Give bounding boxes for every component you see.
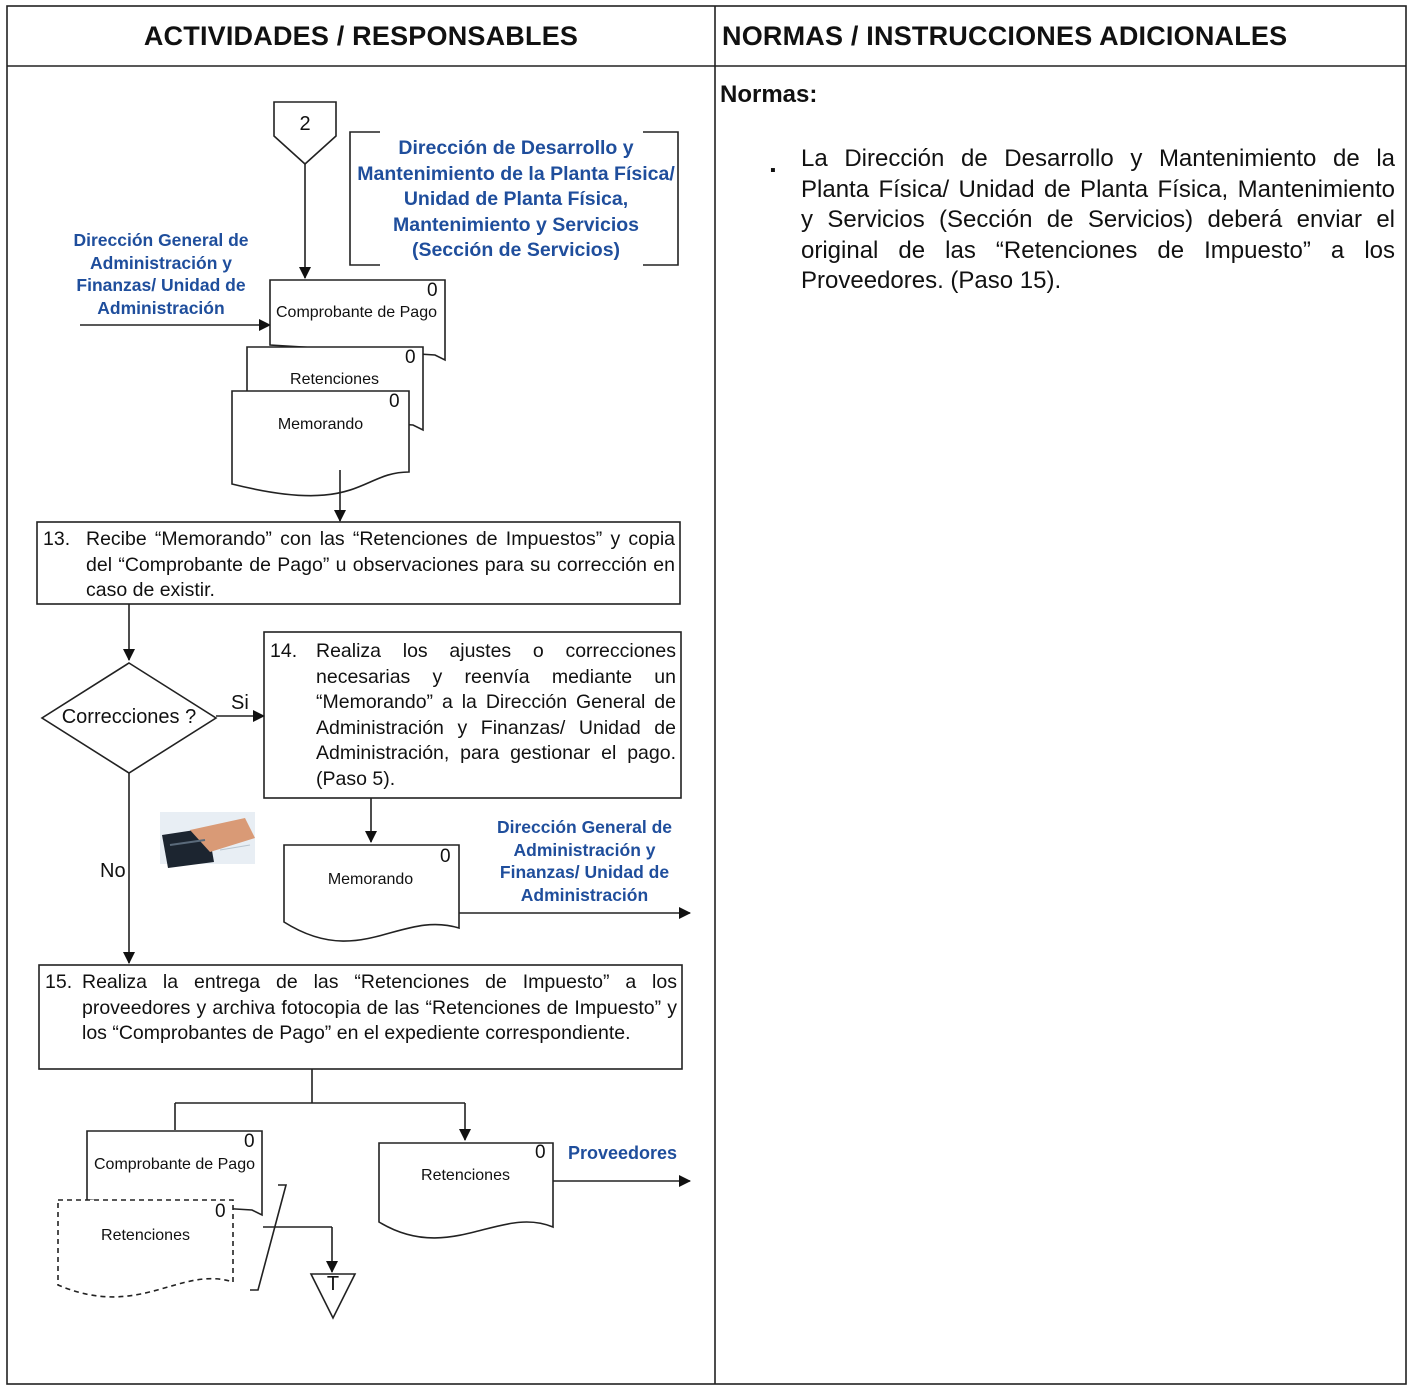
responsable-admin-out: Dirección General de Administración y Fi… [496,817,673,905]
step-13: 13. Recibe “Memorando” con las “Retencio… [43,527,675,604]
step-14-text: Realiza los ajustes o correcciones neces… [316,640,676,790]
terminal-connector [309,1273,357,1320]
header-normas: NORMAS / INSTRUCCIONES ADICIONALES [722,20,1288,51]
connector-end-label: T [326,1273,340,1295]
offpage-connector [273,101,337,166]
doc-comprobante-1 [269,279,446,362]
step-15-text: Realiza la entrega de las “Retenciones d… [82,971,677,1044]
doc-label-memorando-2: Memorando [327,871,414,888]
decision-yes: Si [231,692,249,714]
doc-copy-count: 0 [215,1201,226,1222]
responsable-proveedores: Proveedores [568,1143,678,1163]
doc-label-memorando-1: Memorando [277,416,364,433]
calculator-image [160,812,255,868]
step-14-number: 14. [270,640,298,662]
archive-slash [250,1184,288,1291]
doc-label-comprobante-3: Comprobante de Pago [94,1156,255,1173]
connector-in-label: 2 [299,113,311,135]
header-actividades: ACTIVIDADES / RESPONSABLES [143,20,579,51]
step-15: 15. Realiza la entrega de las “Retencion… [45,970,677,1047]
doc-retenciones-3 [57,1199,234,1298]
doc-copy-count: 0 [389,391,400,412]
doc-label-retenciones-3: Retenciones [101,1227,190,1244]
norma-item: La Dirección de Desarrollo y Mantenimien… [801,145,1395,294]
doc-retenciones-4 [378,1142,554,1239]
doc-comprobante-3 [86,1130,263,1217]
responsable-admin-in: Dirección General de Administración y Fi… [73,230,249,318]
bullet-icon: ▪ [770,162,776,179]
step-15-box [38,964,683,1070]
bracket-left [349,131,380,266]
normas-title: Normas: [720,81,818,108]
step-13-number: 13. [43,528,71,550]
decision-label: Correcciones ? [61,706,197,728]
decision-no: No [100,860,126,882]
doc-memorando-2 [283,844,460,942]
bracket-right [643,131,679,266]
doc-copy-count: 0 [427,280,438,301]
table-frame [6,5,1407,1385]
doc-label-retenciones-4: Retenciones [421,1167,510,1184]
doc-copy-count: 0 [535,1142,546,1163]
doc-label-retenciones-1: Retenciones [290,371,379,388]
step-15-number: 15. [45,971,73,993]
doc-copy-count: 0 [244,1131,255,1152]
responsable-planta-fisica: Dirección de Desarrollo y Mantenimiento … [357,137,675,261]
doc-copy-count: 0 [405,347,416,368]
step-14-box [263,631,682,799]
step-13-text: Recibe “Memorando” con las “Retenciones … [86,528,675,601]
step-14: 14. Realiza los ajustes o correcciones n… [270,639,676,792]
doc-memorando-1 [231,390,410,497]
doc-label-comprobante-1: Comprobante de Pago [276,304,437,321]
step-13-box [36,521,681,605]
doc-copy-count: 0 [440,846,451,867]
